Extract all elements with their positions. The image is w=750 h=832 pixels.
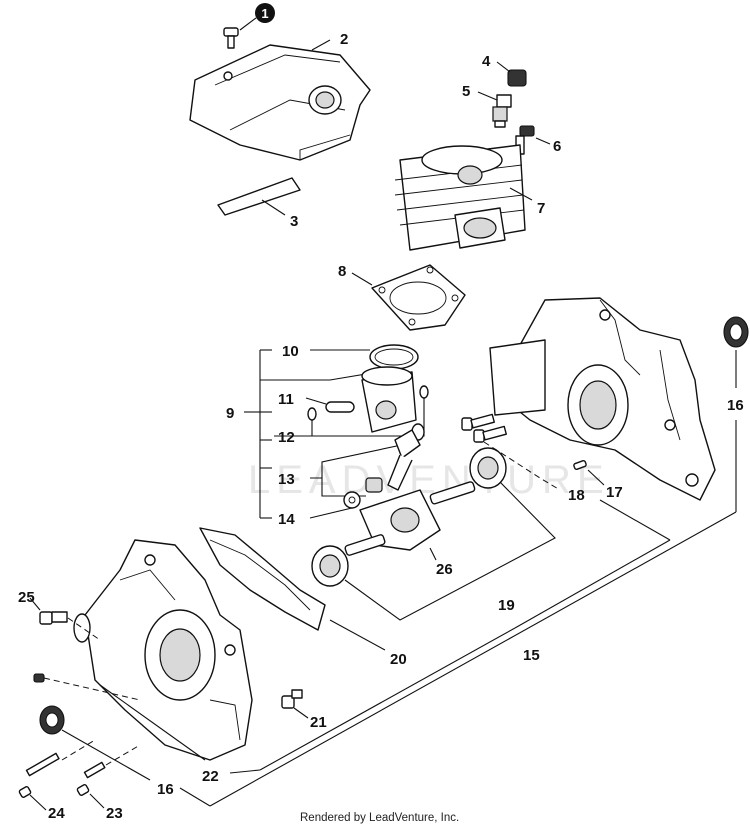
footer-credit: Rendered by LeadVenture, Inc. <box>300 812 460 824</box>
part-17-label: 17 <box>606 484 623 501</box>
part-5-label: 5 <box>462 83 470 100</box>
part-17-dowel-pin[interactable] <box>573 459 587 471</box>
part-7-label: 7 <box>537 200 545 217</box>
part-20-label: 20 <box>390 651 407 668</box>
part-25-screw[interactable] <box>39 611 68 625</box>
crankcase-left-half[interactable] <box>73 539 253 761</box>
part-20-crankcase-gasket[interactable] <box>199 527 326 631</box>
part-16-seal-right[interactable] <box>723 316 749 348</box>
part-4-cap[interactable] <box>507 69 527 87</box>
watermark: LEADVENTURE <box>248 458 610 502</box>
part-1-screw[interactable] <box>223 27 239 49</box>
part-19-bearing-right[interactable] <box>469 447 507 489</box>
part-24-screw[interactable] <box>18 752 60 798</box>
part-25-label: 25 <box>18 589 35 606</box>
part-12-circlip-left[interactable] <box>307 407 317 421</box>
part-14-label: 14 <box>278 511 295 528</box>
part-14-washer[interactable] <box>343 491 361 509</box>
part-8-label: 8 <box>338 263 346 280</box>
part-10-piston-ring[interactable] <box>369 344 419 370</box>
part-21-fitting[interactable] <box>281 689 303 709</box>
part-19-bearing-left[interactable] <box>311 545 349 587</box>
part-13-label: 13 <box>278 471 295 488</box>
part-18-label: 18 <box>568 487 585 504</box>
part-13-needle-bearing[interactable] <box>365 477 383 493</box>
part-16-label-left: 16 <box>157 781 174 798</box>
part-2-label: 2 <box>340 31 348 48</box>
part-26-label: 26 <box>436 561 453 578</box>
part-26-crankshaft[interactable] <box>344 429 476 556</box>
part-10-label: 10 <box>282 343 299 360</box>
part-12-label: 12 <box>278 429 295 446</box>
part-16-seal-left[interactable] <box>39 705 65 735</box>
part-2-cylinder-cover[interactable] <box>189 44 371 161</box>
crankcase-right-half[interactable] <box>489 297 716 501</box>
part-18-bolt-upper[interactable] <box>461 413 495 431</box>
part-18-bolt-lower[interactable] <box>473 425 507 443</box>
part-24-label: 24 <box>48 805 65 822</box>
part-22-label: 22 <box>202 768 219 785</box>
part-12-circlip-right[interactable] <box>419 385 429 399</box>
part-19-label: 19 <box>498 597 515 614</box>
part-15-label: 15 <box>523 647 540 664</box>
part-11-label: 11 <box>278 391 294 408</box>
part-9-label: 9 <box>226 405 234 422</box>
part-21-label: 21 <box>310 714 327 731</box>
part-23-screw[interactable] <box>76 761 106 796</box>
part-8-gasket[interactable] <box>371 264 466 331</box>
part-11-piston-pin[interactable] <box>325 401 355 413</box>
part-6-label: 6 <box>553 138 561 155</box>
part-3-decal[interactable] <box>217 177 301 216</box>
part-16-label-right: 16 <box>727 397 744 414</box>
part-3-label: 3 <box>290 213 298 230</box>
part-1-marker-icon <box>255 3 275 23</box>
part-7-cylinder[interactable] <box>394 144 526 251</box>
part-1-label: 1 <box>261 6 268 21</box>
part-23-label: 23 <box>106 805 123 822</box>
piston[interactable] <box>361 366 417 433</box>
part-5-valve[interactable] <box>492 94 512 128</box>
left-dowel-pin[interactable] <box>33 673 45 683</box>
part-4-label: 4 <box>482 53 491 70</box>
